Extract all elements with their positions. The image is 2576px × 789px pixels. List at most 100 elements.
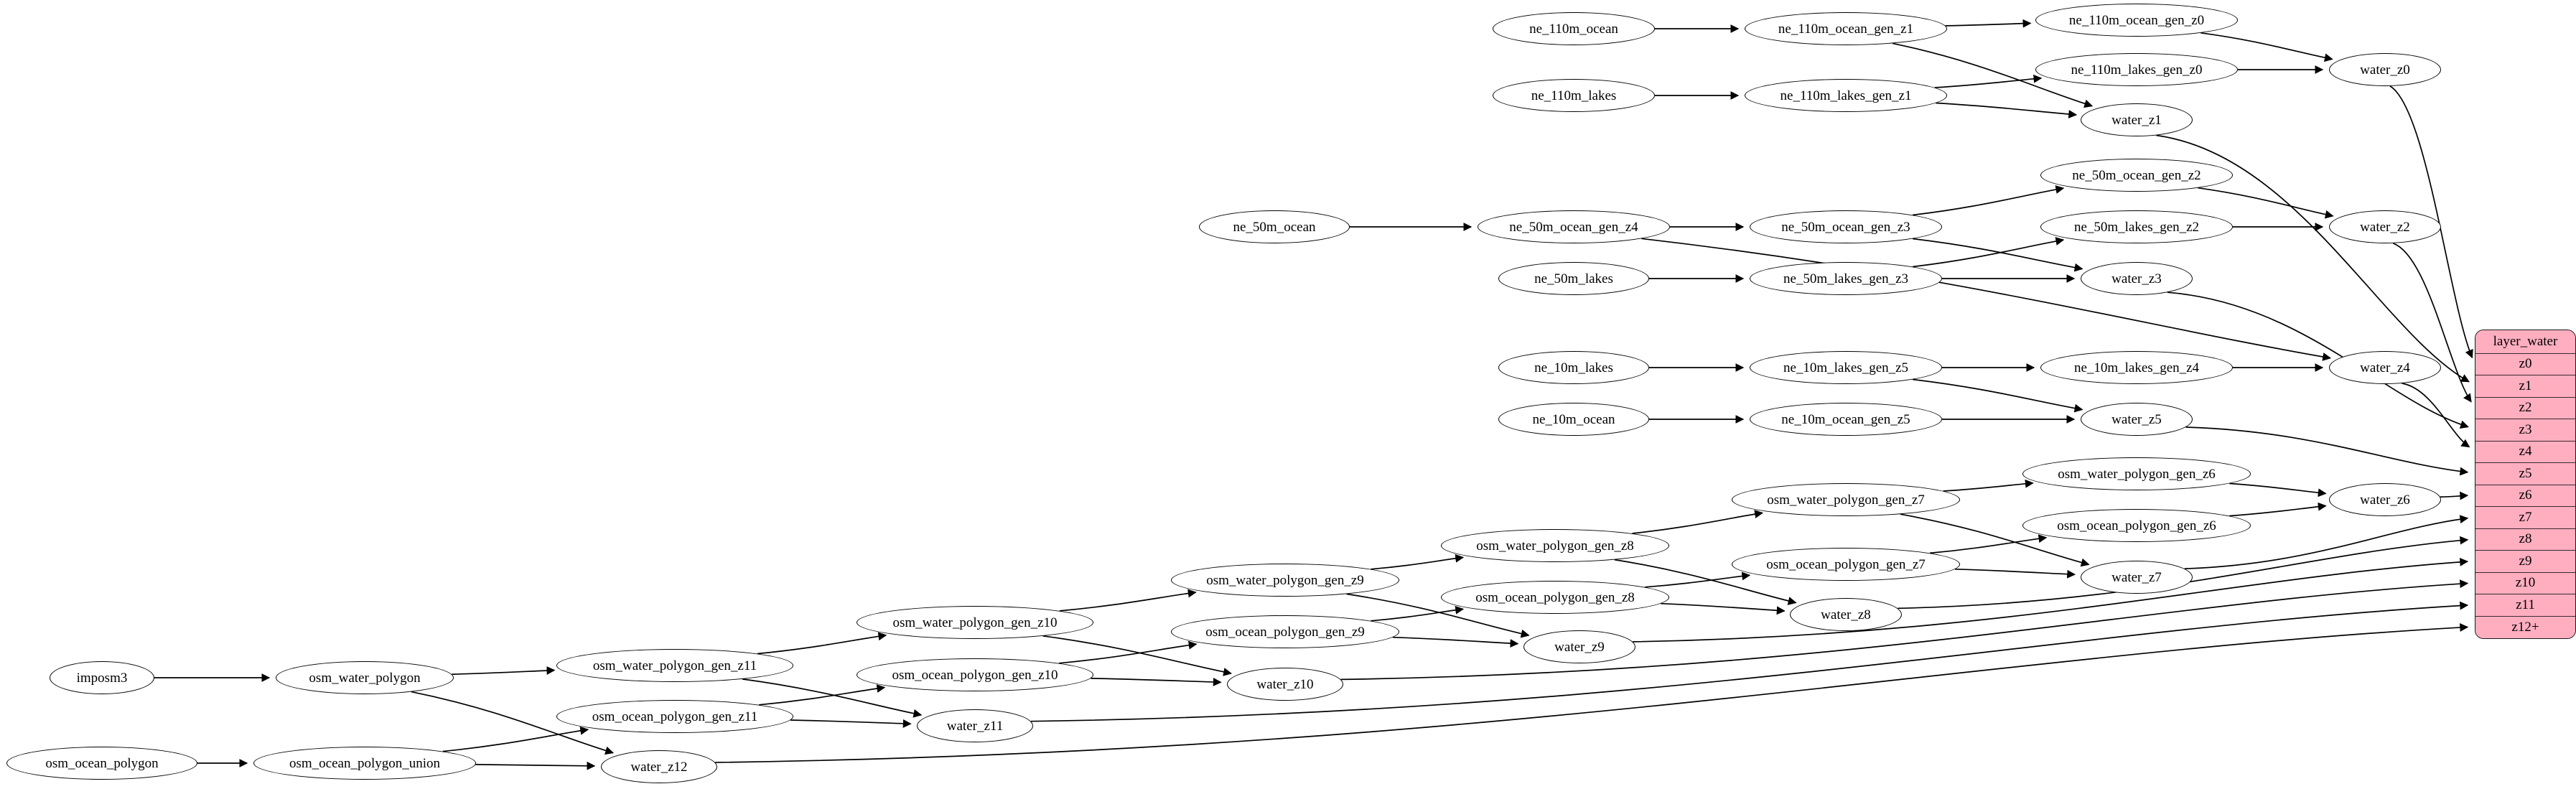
graph-node-water_z2[interactable]: water_z2 bbox=[2329, 210, 2441, 243]
edge-water_z6-to-layer_water-z6 bbox=[2440, 491, 2469, 500]
graph-node-label: osm_water_polygon_gen_z11 bbox=[592, 658, 757, 673]
graph-node-ne_10m_lakes[interactable]: ne_10m_lakes bbox=[1498, 351, 1649, 384]
edge-osm_ocean_polygon_gen_z9-to-water_z9 bbox=[1392, 636, 1519, 648]
graph-node-water_z6[interactable]: water_z6 bbox=[2329, 483, 2441, 516]
graph-node-osm_ocean_polygon_gen_z11[interactable]: osm_ocean_polygon_gen_z11 bbox=[556, 700, 793, 733]
graph-node-ne_10m_ocean[interactable]: ne_10m_ocean bbox=[1498, 403, 1649, 436]
graph-node-water_z10[interactable]: water_z10 bbox=[1227, 668, 1343, 701]
graph-node-label: osm_water_polygon_gen_z10 bbox=[892, 615, 1058, 630]
layer-table-row-z3[interactable]: z3 bbox=[2475, 419, 2575, 442]
layer-table-row-z12p[interactable]: z12+ bbox=[2475, 616, 2575, 638]
graph-node-osm_water_polygon_gen_z7[interactable]: osm_water_polygon_gen_z7 bbox=[1732, 483, 1960, 516]
graph-node-label: water_z10 bbox=[1256, 676, 1314, 692]
graph-node-ne_50m_ocean_gen_z4[interactable]: ne_50m_ocean_gen_z4 bbox=[1478, 210, 1670, 243]
layer-table-row-z4[interactable]: z4 bbox=[2475, 441, 2575, 463]
graph-node-ne_10m_ocean_gen_z5[interactable]: ne_10m_ocean_gen_z5 bbox=[1750, 403, 1942, 436]
graph-node-ne_50m_ocean_gen_z3[interactable]: ne_50m_ocean_gen_z3 bbox=[1750, 210, 1942, 243]
graph-node-osm_ocean_polygon[interactable]: osm_ocean_polygon bbox=[6, 747, 197, 780]
graph-node-osm_water_polygon_gen_z9[interactable]: osm_water_polygon_gen_z9 bbox=[1171, 564, 1399, 597]
graph-node-label: osm_water_polygon bbox=[309, 670, 421, 686]
graph-node-label: ne_10m_lakes_gen_z5 bbox=[1783, 360, 1909, 375]
layer-table-row-z5[interactable]: z5 bbox=[2475, 463, 2575, 485]
edge-osm_ocean_polygon_gen_z7-to-water_z7 bbox=[1954, 568, 2076, 579]
layer-table-row-z10[interactable]: z10 bbox=[2475, 572, 2575, 594]
graph-node-osm_water_polygon_gen_z6[interactable]: osm_water_polygon_gen_z6 bbox=[2022, 457, 2251, 490]
graph-node-label: osm_water_polygon_gen_z7 bbox=[1767, 492, 1925, 508]
graph-node-label: ne_50m_ocean bbox=[1233, 219, 1316, 235]
graph-node-label: ne_110m_ocean_gen_z1 bbox=[1778, 21, 1914, 37]
edge-osm_ocean_polygon_union-to-osm_ocean_polygon_gen_z11 bbox=[442, 726, 589, 752]
edge-water_z4-to-layer_water-z4 bbox=[2402, 383, 2470, 448]
graph-node-label: osm_ocean_polygon_gen_z8 bbox=[1475, 589, 1635, 605]
layer-table-row-z0[interactable]: z0 bbox=[2475, 353, 2575, 375]
graph-node-water_z5[interactable]: water_z5 bbox=[2081, 403, 2193, 436]
graph-node-ne_110m_lakes_gen_z0[interactable]: ne_110m_lakes_gen_z0 bbox=[2035, 53, 2238, 86]
graph-node-water_z0[interactable]: water_z0 bbox=[2329, 53, 2441, 86]
graph-node-water_z9[interactable]: water_z9 bbox=[1523, 630, 1635, 663]
graph-node-ne_50m_lakes[interactable]: ne_50m_lakes bbox=[1498, 262, 1649, 295]
edge-ne_50m_ocean_gen_z3-to-water_z3 bbox=[1912, 238, 2083, 272]
graph-node-osm_water_polygon_gen_z10[interactable]: osm_water_polygon_gen_z10 bbox=[857, 606, 1093, 639]
layer-table-row-label: z1 bbox=[2519, 378, 2532, 393]
graph-node-osm_water_polygon_gen_z11[interactable]: osm_water_polygon_gen_z11 bbox=[556, 649, 793, 682]
edge-ne_50m_ocean_gen_z2-to-water_z2 bbox=[2198, 187, 2334, 219]
edge-osm_water_polygon-to-osm_water_polygon_gen_z11 bbox=[452, 666, 556, 676]
layer-table-row-z1[interactable]: z1 bbox=[2475, 375, 2575, 398]
layer-table-row-z6[interactable]: z6 bbox=[2475, 485, 2575, 507]
graph-node-label: ne_110m_ocean_gen_z0 bbox=[2068, 12, 2205, 28]
edge-osm_ocean_polygon_gen_z9-to-osm_ocean_polygon_gen_z8 bbox=[1371, 605, 1465, 622]
graph-node-osm_ocean_polygon_gen_z6[interactable]: osm_ocean_polygon_gen_z6 bbox=[2022, 509, 2251, 542]
graph-node-osm_ocean_polygon_gen_z7[interactable]: osm_ocean_polygon_gen_z7 bbox=[1732, 548, 1960, 581]
graph-node-ne_50m_lakes_gen_z3[interactable]: ne_50m_lakes_gen_z3 bbox=[1750, 262, 1942, 295]
graph-node-ne_110m_lakes_gen_z1[interactable]: ne_110m_lakes_gen_z1 bbox=[1745, 79, 1947, 112]
graph-node-water_z4[interactable]: water_z4 bbox=[2329, 351, 2441, 384]
edge-ne_50m_ocean_gen_z4-to-water_z4 bbox=[1641, 238, 2332, 361]
layer-table-row-z8[interactable]: z8 bbox=[2475, 528, 2575, 551]
graph-node-water_z8[interactable]: water_z8 bbox=[1790, 598, 1902, 631]
graph-node-osm_ocean_polygon_gen_z9[interactable]: osm_ocean_polygon_gen_z9 bbox=[1171, 615, 1399, 648]
graph-node-label: water_z11 bbox=[946, 718, 1004, 734]
graph-node-ne_110m_lakes[interactable]: ne_110m_lakes bbox=[1493, 79, 1655, 112]
graph-node-label: osm_ocean_polygon_union bbox=[289, 755, 441, 771]
graph-node-imposm3[interactable]: imposm3 bbox=[50, 661, 154, 694]
layer-table-row-label: z8 bbox=[2519, 531, 2532, 547]
graph-node-label: ne_50m_lakes bbox=[1534, 271, 1613, 286]
graph-node-ne_10m_lakes_gen_z5[interactable]: ne_10m_lakes_gen_z5 bbox=[1750, 351, 1942, 384]
layer-table-row-z11[interactable]: z11 bbox=[2475, 594, 2575, 617]
graph-node-ne_10m_lakes_gen_z4[interactable]: ne_10m_lakes_gen_z4 bbox=[2040, 351, 2233, 384]
graph-node-osm_ocean_polygon_union[interactable]: osm_ocean_polygon_union bbox=[253, 747, 476, 780]
graph-node-ne_50m_lakes_gen_z2[interactable]: ne_50m_lakes_gen_z2 bbox=[2040, 210, 2233, 243]
layer-table-row-label: z3 bbox=[2519, 421, 2532, 437]
graph-node-osm_water_polygon_gen_z8[interactable]: osm_water_polygon_gen_z8 bbox=[1441, 529, 1669, 562]
graph-node-label: water_z4 bbox=[2360, 360, 2410, 375]
graph-node-ne_110m_ocean_gen_z0[interactable]: ne_110m_ocean_gen_z0 bbox=[2035, 4, 2238, 37]
graph-node-water_z1[interactable]: water_z1 bbox=[2081, 103, 2193, 136]
graph-node-label: osm_ocean_polygon_gen_z10 bbox=[892, 667, 1058, 683]
layer-table-row-z7[interactable]: z7 bbox=[2475, 507, 2575, 529]
graph-node-osm_ocean_polygon_gen_z8[interactable]: osm_ocean_polygon_gen_z8 bbox=[1441, 581, 1669, 614]
graph-node-ne_110m_ocean[interactable]: ne_110m_ocean bbox=[1493, 12, 1655, 45]
graph-node-ne_50m_ocean[interactable]: ne_50m_ocean bbox=[1199, 210, 1350, 243]
layer-table-row-z9[interactable]: z9 bbox=[2475, 551, 2575, 573]
graph-node-water_z11[interactable]: water_z11 bbox=[917, 709, 1033, 742]
graph-node-osm_ocean_polygon_gen_z10[interactable]: osm_ocean_polygon_gen_z10 bbox=[857, 658, 1093, 691]
graph-node-label: ne_50m_lakes_gen_z2 bbox=[2073, 219, 2200, 235]
graph-node-water_z3[interactable]: water_z3 bbox=[2081, 262, 2193, 295]
graph-node-label: water_z1 bbox=[2111, 112, 2162, 128]
graph-node-label: osm_water_polygon_gen_z6 bbox=[2058, 466, 2216, 482]
edge-osm_water_polygon_gen_z11-to-osm_water_polygon_gen_z10 bbox=[757, 632, 887, 655]
edge-ne_10m_lakes_gen_z5-to-water_z5 bbox=[1912, 378, 2083, 413]
layer-table-row-label: z10 bbox=[2515, 575, 2536, 591]
graph-node-label: ne_10m_ocean_gen_z5 bbox=[1781, 411, 1910, 427]
graph-node-ne_50m_ocean_gen_z2[interactable]: ne_50m_ocean_gen_z2 bbox=[2040, 159, 2233, 192]
graph-node-water_z7[interactable]: water_z7 bbox=[2081, 561, 2193, 594]
graph-node-water_z12[interactable]: water_z12 bbox=[601, 750, 717, 783]
graph-node-osm_water_polygon[interactable]: osm_water_polygon bbox=[276, 661, 454, 694]
graph-node-ne_110m_ocean_gen_z1[interactable]: ne_110m_ocean_gen_z1 bbox=[1745, 12, 1947, 45]
graph-node-label: osm_water_polygon_gen_z9 bbox=[1206, 572, 1364, 588]
layer-table-row-z2[interactable]: z2 bbox=[2475, 397, 2575, 419]
edge-osm_ocean_polygon_gen_z11-to-water_z11 bbox=[790, 719, 912, 728]
edge-osm_ocean_polygon_gen_z10-to-osm_ocean_polygon_gen_z9 bbox=[1058, 640, 1198, 664]
graph-node-label: water_z6 bbox=[2360, 492, 2410, 508]
